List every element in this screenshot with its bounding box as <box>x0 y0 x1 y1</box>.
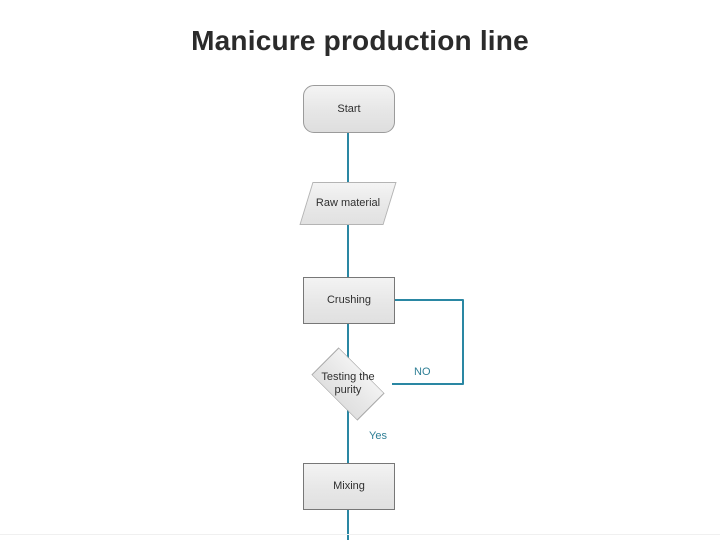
node-raw-material-label: Raw material <box>315 197 381 210</box>
node-raw-material[interactable]: Raw material <box>299 182 397 225</box>
node-start-label: Start <box>337 102 361 115</box>
node-testing-the-purity[interactable]: Testing the purity <box>303 347 393 421</box>
node-mixing-label: Mixing <box>333 480 365 493</box>
branch-label-no: NO <box>414 366 431 378</box>
node-crushing[interactable]: Crushing <box>303 277 395 324</box>
node-start[interactable]: Start <box>303 85 395 133</box>
page-title: Manicure production line <box>191 25 529 56</box>
node-mixing[interactable]: Mixing <box>303 463 395 510</box>
node-testing-the-purity-label: Testing the purity <box>321 371 375 396</box>
node-crushing-label: Crushing <box>326 294 372 307</box>
bottom-divider <box>0 534 720 535</box>
branch-label-yes: Yes <box>369 430 387 442</box>
